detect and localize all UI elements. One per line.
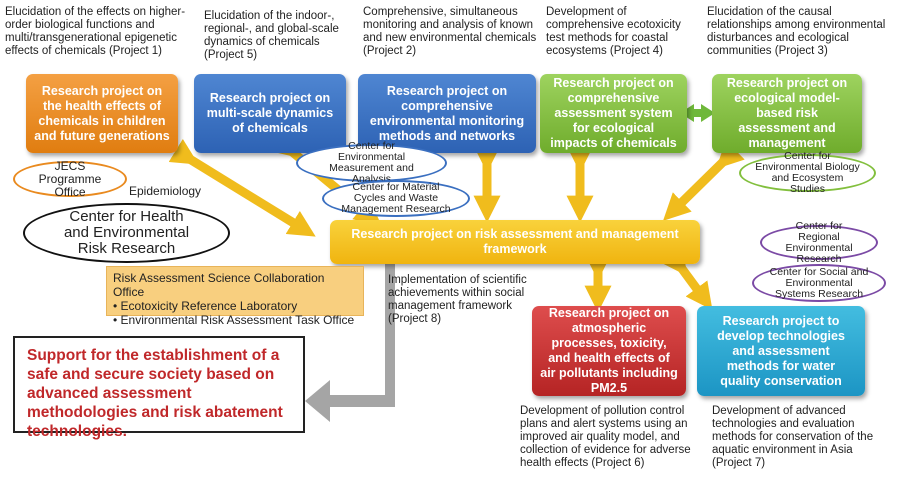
office-item: Ecotoxicity Reference Laboratory: [113, 299, 357, 313]
epidemiology-label: Epidemiology: [129, 184, 202, 198]
env-biology-center-oval: Center for Environmental Biology and Eco…: [739, 151, 876, 195]
office-title: Risk Assessment Science Collaboration Of…: [113, 271, 325, 299]
arrow-to-support: [305, 258, 395, 422]
social-env-systems-center-oval: Center for Social and Environmental Syst…: [752, 264, 886, 302]
env-measurement-center-oval: Center for Environmental Measurement and…: [296, 141, 447, 185]
project-1-box: Research project on the health effects o…: [26, 74, 178, 153]
p7-description: Development of advanced technologies and…: [712, 405, 874, 469]
jecs-office-oval: JECS Programme Office: [13, 159, 127, 198]
p1-description: Elucidation of the effects on higher-ord…: [5, 6, 186, 57]
risk-assessment-office-box: Risk Assessment Science Collaboration Of…: [106, 266, 364, 327]
p5-description: Elucidation of the indoor-, regional-, a…: [204, 10, 339, 61]
arrow-p4-p3-head-right: [701, 104, 715, 122]
health-risk-center-oval: Center for Health and Environmental Risk…: [23, 203, 230, 263]
p4-description: Development of comprehensive ecotoxicity…: [546, 6, 681, 57]
material-cycles-center-oval: Center for Material Cycles and Waste Man…: [322, 180, 470, 217]
project-8-box: Research project on risk assessment and …: [330, 220, 700, 264]
p2-description: Comprehensive, simultaneous monitoring a…: [363, 6, 537, 57]
office-item: Environmental Risk Assessment Task Offic…: [113, 313, 357, 327]
project-2-box: Research project on comprehensive enviro…: [358, 74, 536, 153]
arrow-p3-p8: [663, 140, 745, 221]
project-3-box: Research project on ecological model-bas…: [712, 74, 862, 153]
arrow-p4-p3-head-left: [680, 104, 694, 122]
project-7-box: Research project to develop technologies…: [697, 306, 865, 396]
project-4-box: Research project on comprehensive assess…: [540, 74, 687, 153]
support-statement-box: Support for the establishment of a safe …: [13, 336, 305, 440]
p3-description: Elucidation of the causal relationships …: [707, 6, 886, 57]
regional-research-center-oval: Center for Regional Environmental Resear…: [760, 220, 878, 264]
p6-description: Development of pollution control plans a…: [520, 405, 691, 469]
project-6-box: Research project on atmospheric processe…: [532, 306, 686, 396]
project-5-box: Research project on multi-scale dynamics…: [194, 74, 346, 153]
arrow-p8-p7: [660, 246, 713, 311]
p8-description: Implementation of scientific achievement…: [388, 274, 527, 325]
